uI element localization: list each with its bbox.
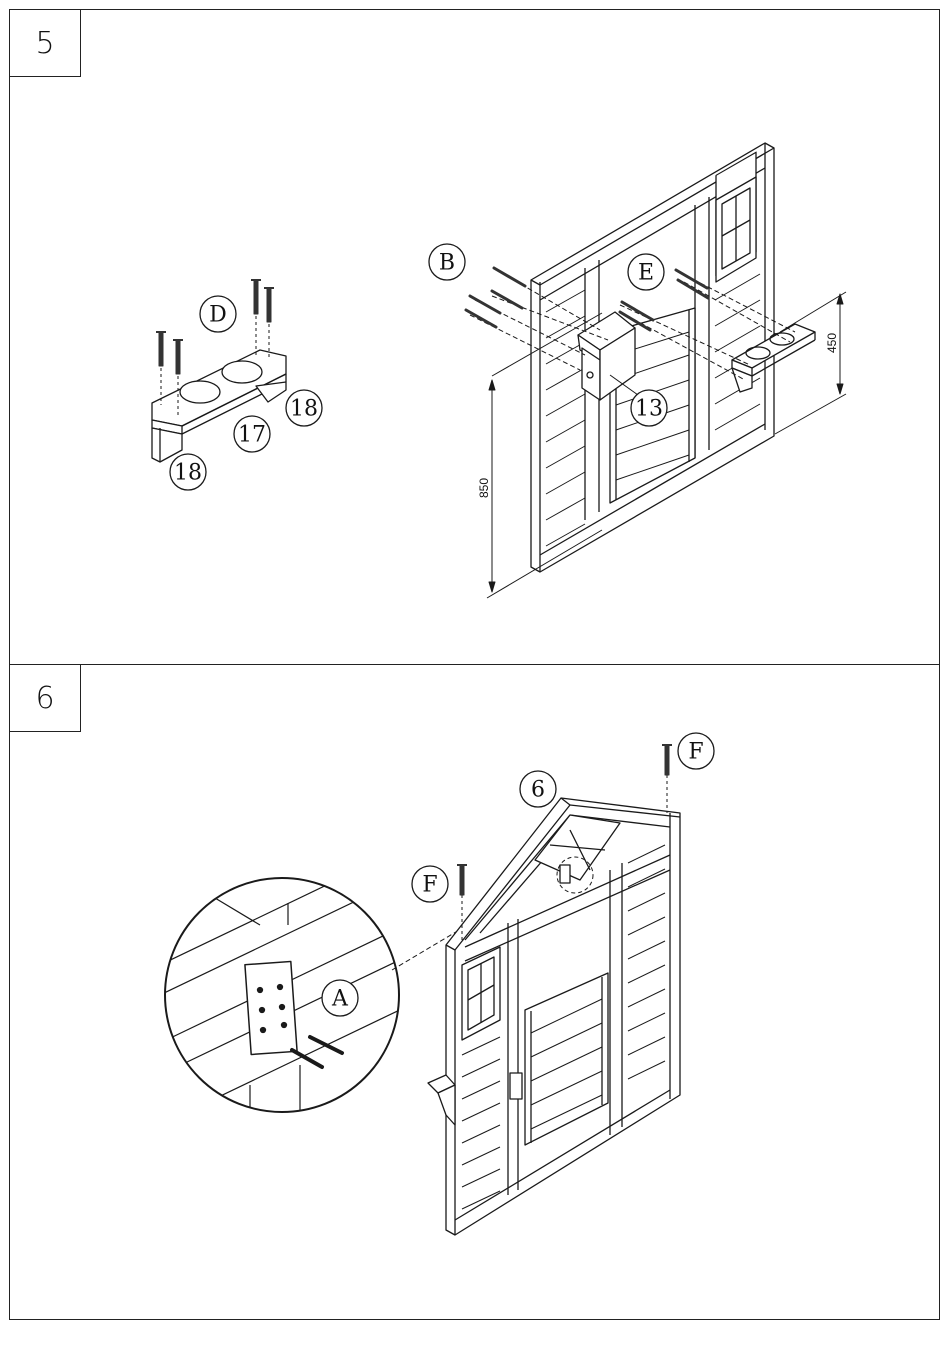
callout-f-left: F — [422, 873, 437, 898]
callout-d: D — [209, 303, 227, 328]
cup-hole — [222, 361, 262, 383]
callout-17: 17 — [238, 423, 266, 448]
callout-18-left: 18 — [174, 461, 202, 486]
callout-e: E — [638, 261, 654, 286]
step-6-drawing: 6 F F A — [10, 665, 941, 1321]
callout-13: 13 — [635, 397, 663, 422]
step-6-panel: 6 — [9, 664, 940, 1320]
callout-f-right: F — [688, 740, 703, 765]
door-latch — [510, 1073, 522, 1099]
callout-18-right: 18 — [290, 397, 318, 422]
bracket-right — [256, 382, 286, 402]
metal-plate — [245, 962, 297, 1055]
callout-b: B — [439, 251, 455, 276]
callout-6: 6 — [531, 778, 545, 803]
callout-a: A — [331, 987, 349, 1012]
dimension-450 — [775, 292, 846, 434]
gable-wall — [428, 798, 680, 1235]
step-5-panel: 5 — [9, 9, 940, 665]
step-5-drawing: D 17 18 18 B E 13 850 450 — [10, 10, 941, 666]
dimension-850-label: 850 — [477, 478, 491, 498]
dimension-450-label: 450 — [825, 333, 839, 353]
cup-hole — [180, 381, 220, 403]
